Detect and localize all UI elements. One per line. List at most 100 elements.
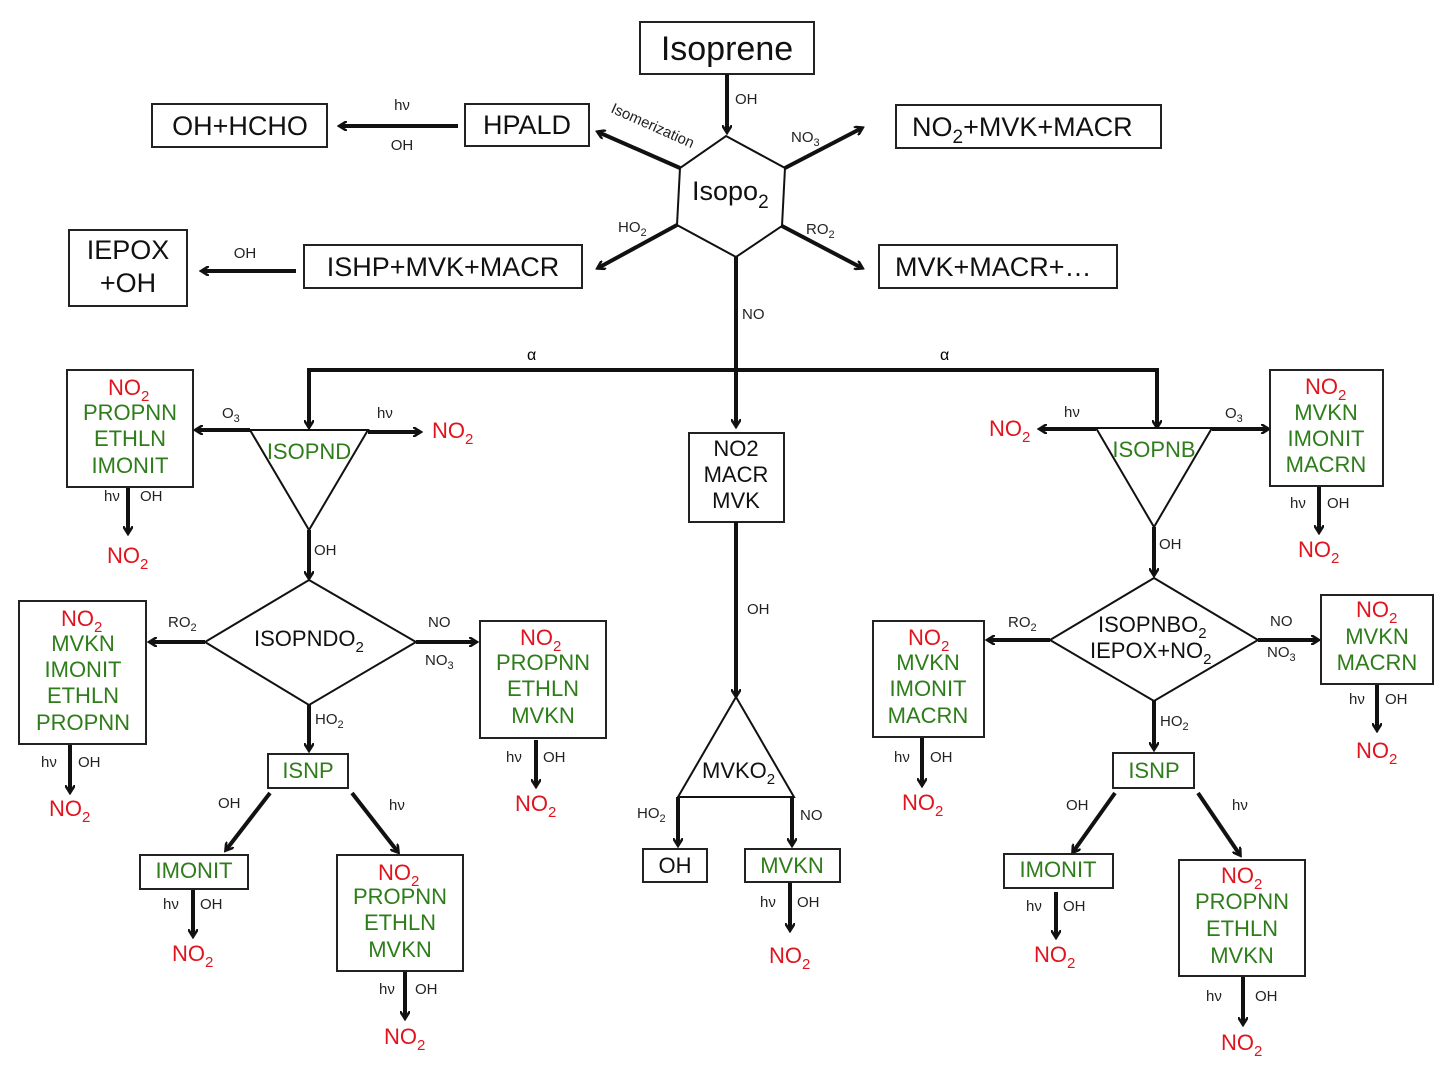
iepox-node: IEPOX +OH bbox=[68, 229, 188, 307]
no2-rt: NO2 bbox=[1298, 537, 1339, 567]
no2-left-top: NO2 bbox=[107, 543, 148, 573]
imonit-right-node: IMONIT bbox=[1003, 853, 1114, 889]
label-hv-lb: hν bbox=[379, 981, 395, 998]
label-ho2-left: HO2 bbox=[315, 711, 344, 731]
lmr-item-2: ETHLN bbox=[507, 676, 579, 701]
label-no3-top: NO3 bbox=[791, 129, 820, 149]
left-mid-no2: NO2 bbox=[61, 606, 102, 636]
rml-item-1: MVKN bbox=[896, 650, 960, 675]
label-ho2-mvko2: HO2 bbox=[637, 805, 666, 825]
left-top-box: NO2 PROPNN ETHLN IMONIT bbox=[66, 369, 194, 488]
no2-lmr: NO2 bbox=[515, 791, 556, 821]
label-ro2-left: RO2 bbox=[168, 614, 197, 634]
left-top-item-2: ETHLN bbox=[94, 426, 166, 451]
isnp-left-node: ISNP bbox=[267, 753, 349, 789]
lb-item-1: PROPNN bbox=[353, 884, 447, 909]
no2-imonit-left: NO2 bbox=[172, 941, 213, 971]
label-ro2-top: RO2 bbox=[806, 221, 835, 241]
arrow-no3 bbox=[784, 128, 862, 170]
left-mid-item-2: IMONIT bbox=[45, 657, 122, 682]
label-oh-imr: OH bbox=[1063, 898, 1086, 915]
no2-imonit-right: NO2 bbox=[1034, 942, 1075, 972]
arrow-isnp-box-left bbox=[350, 791, 398, 852]
label-oh-mvkn: OH bbox=[797, 894, 820, 911]
mvk-macr-etc-label: MVK+MACR+… bbox=[895, 252, 1092, 282]
lb-item-3: MVKN bbox=[368, 937, 432, 962]
no2-mvk-macr-label: NO2+MVK+MACR bbox=[912, 112, 1133, 148]
rml-item-2: IMONIT bbox=[890, 676, 967, 701]
mvkn-node: MVKN bbox=[744, 848, 841, 883]
no2-rml: NO2 bbox=[902, 790, 943, 820]
rmr-item-2: MACRN bbox=[1337, 650, 1418, 675]
rb-item-2: ETHLN bbox=[1206, 916, 1278, 941]
left-mid-item-1: MVKN bbox=[51, 631, 115, 656]
label-oh-1: OH bbox=[735, 91, 758, 108]
oh-hcho-node: OH+HCHO bbox=[151, 103, 328, 148]
rmr-item-1: MVKN bbox=[1345, 624, 1409, 649]
left-top-item-3: IMONIT bbox=[92, 453, 169, 478]
label-hv-isopnd: hν bbox=[377, 405, 393, 422]
center-line-3: MVK bbox=[712, 488, 760, 513]
arrow-isomerization bbox=[598, 132, 681, 170]
center-line-1: NO2 bbox=[713, 436, 758, 461]
label-hv-iml: hν bbox=[163, 896, 179, 913]
label-hv-rb: hν bbox=[1206, 988, 1222, 1005]
label-hv-rml: hν bbox=[894, 749, 910, 766]
label-hv-lt: hν bbox=[104, 488, 120, 505]
mvko2-label: MVKO2 bbox=[702, 758, 775, 788]
rb-item-3: MVKN bbox=[1210, 943, 1274, 968]
rt-no2: NO2 bbox=[1305, 374, 1346, 404]
lmr-item-1: PROPNN bbox=[496, 650, 590, 675]
isnp-left-label: ISNP bbox=[282, 758, 333, 783]
label-oh-lmr: OH bbox=[543, 749, 566, 766]
mvko2-node: MVKO2 bbox=[676, 695, 796, 798]
left-mid-box: NO2 MVKN IMONIT ETHLN PROPNN bbox=[18, 600, 147, 745]
no2-isopnd-hv: NO2 bbox=[432, 418, 473, 448]
label-oh-isopnd: OH bbox=[314, 542, 337, 559]
alpha-splitter bbox=[307, 368, 1159, 426]
no2-rb: NO2 bbox=[1221, 1030, 1262, 1060]
label-hv-imr: hν bbox=[1026, 898, 1042, 915]
label-no3-left: NO3 bbox=[425, 652, 454, 672]
left-mid-item-3: ETHLN bbox=[47, 683, 119, 708]
arrow-ro2-top bbox=[781, 224, 862, 268]
right-mid-left-box: NO2 MVKN IMONIT MACRN bbox=[872, 620, 985, 738]
isopndo2-node: ISOPNDO2 bbox=[203, 578, 418, 707]
label-oh-ishp: OH bbox=[234, 245, 257, 262]
label-oh-rb: OH bbox=[1255, 988, 1278, 1005]
isoprene-node: Isoprene bbox=[639, 21, 815, 75]
oh-hcho-label: OH+HCHO bbox=[172, 111, 308, 141]
rt-item-2: IMONIT bbox=[1288, 426, 1365, 451]
center-box-node: NO2 MACR MVK bbox=[688, 432, 785, 523]
lb-item-2: ETHLN bbox=[364, 910, 436, 935]
right-bottom-box: NO2 PROPNN ETHLN MVKN bbox=[1178, 859, 1306, 977]
isopndo2-label: ISOPNDO2 bbox=[254, 626, 364, 656]
mvkn-node-label: MVKN bbox=[760, 853, 824, 878]
isopnbo2-node: ISOPNBO2 IEPOX+NO2 bbox=[1048, 576, 1260, 703]
oh-node-label: OH bbox=[659, 853, 692, 878]
label-no3-right: NO3 bbox=[1267, 644, 1296, 664]
center-line-2: MACR bbox=[704, 462, 769, 487]
label-oh-center: OH bbox=[747, 601, 770, 618]
imonit-right-label: IMONIT bbox=[1020, 857, 1097, 882]
label-oh-iml: OH bbox=[200, 896, 223, 913]
isopnb-label: ISOPNB bbox=[1112, 437, 1195, 462]
label-hv-lm: hν bbox=[41, 754, 57, 771]
label-oh-hpald: OH bbox=[391, 137, 414, 154]
rt-item-3: MACRN bbox=[1286, 452, 1367, 477]
label-oh-rml: OH bbox=[930, 749, 953, 766]
left-mid-item-4: PROPNN bbox=[36, 710, 130, 735]
no2-isopnb-hv: NO2 bbox=[989, 416, 1030, 446]
label-hv-rmr: hν bbox=[1349, 691, 1365, 708]
isopnd-node: ISOPND bbox=[248, 429, 370, 532]
label-hv-mvkn: hν bbox=[760, 894, 776, 911]
isopnbo2-label-1: ISOPNBO2 bbox=[1098, 612, 1207, 642]
rb-no2: NO2 bbox=[1221, 863, 1262, 893]
label-hv-isnp-right: hν bbox=[1232, 797, 1248, 814]
label-no-mvko2: NO bbox=[800, 807, 823, 824]
lmr-item-3: MVKN bbox=[511, 703, 575, 728]
no2-mvk-macr-node: NO2+MVK+MACR bbox=[895, 104, 1162, 149]
isopo2-label: Isopo2 bbox=[692, 176, 769, 213]
label-alpha-right: α bbox=[940, 347, 949, 364]
